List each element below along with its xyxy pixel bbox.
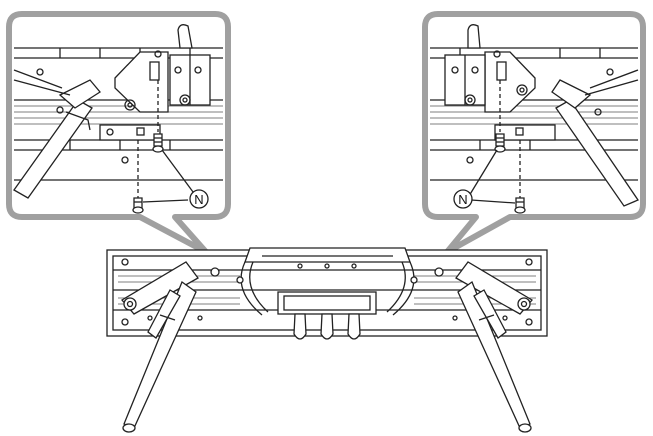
right-leg (455, 261, 533, 433)
right-callout: N (422, 11, 646, 255)
part-label-circle (453, 189, 473, 209)
left-callout: N (6, 11, 231, 255)
screw-icon (514, 197, 526, 214)
screw-icon (132, 197, 144, 214)
piano-stand (106, 247, 548, 433)
pedal-icon (293, 313, 307, 340)
pedal-box (277, 291, 377, 315)
screw-icon (152, 133, 164, 153)
part-label-circle (189, 189, 209, 209)
part-label-right: N (458, 192, 467, 207)
part-label-left: N (194, 192, 203, 207)
pedal-icon (347, 313, 361, 340)
left-leg (121, 261, 199, 433)
right-callout-detail (430, 24, 639, 214)
left-callout-detail (13, 24, 223, 214)
screw-icon (494, 133, 506, 153)
pedal-icon (320, 313, 334, 340)
